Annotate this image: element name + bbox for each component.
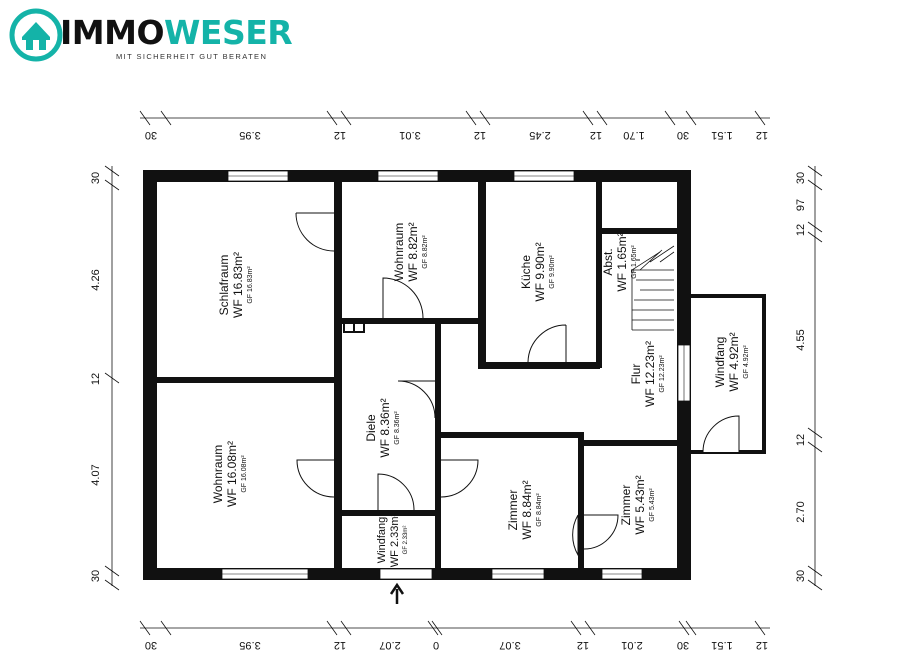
room-label-zimmer-mitte: Zimmer WF 8.84m² GF 8.84m² <box>506 480 543 539</box>
room-name: Flur <box>629 364 643 385</box>
dim-top-label: 1.51 <box>711 129 732 141</box>
room-wf: WF 16.83m² <box>231 252 245 318</box>
dim-top-label: 3.01 <box>399 129 420 141</box>
room-gf: GF 8.84m² <box>536 493 543 527</box>
doors <box>295 212 740 557</box>
dim-bottom-label: 30 <box>677 639 689 651</box>
brand-name-suffix: WESER <box>164 13 293 52</box>
brand-name-prefix: IMMO <box>60 13 165 52</box>
room-gf: GF 12.23m² <box>659 355 666 393</box>
dimension-labels-right: 30 12 97 4.55 12 2.70 30 <box>795 172 807 582</box>
dim-top-label: 3.95 <box>239 129 260 141</box>
room-wf: WF 16.08m² <box>225 441 239 507</box>
room-gf: GF 16.08m² <box>241 455 248 493</box>
dim-bottom-label: 0 <box>433 639 439 651</box>
dim-bottom-label: 12 <box>334 639 346 651</box>
room-wf: WF 4.92m² <box>727 332 741 391</box>
dimension-lines <box>104 110 823 636</box>
room-label-zimmer-rechts: Zimmer WF 5.43m² GF 5.43m² <box>619 475 656 534</box>
dim-right-label: 30 <box>795 570 807 582</box>
room-label-kueche: Küche WF 9.90m² GF 9.90m² <box>519 242 556 301</box>
dim-bottom-label: 1.51 <box>711 639 732 651</box>
room-name: Zimmer <box>506 490 520 531</box>
dim-right-label: 97 <box>795 199 807 211</box>
room-label-flur: Flur WF 12.23m² GF 12.23m² <box>629 341 666 407</box>
room-gf: GF 2.33m² <box>403 526 409 555</box>
dim-bottom-label: 12 <box>756 639 768 651</box>
dim-top-label: 12 <box>590 129 602 141</box>
room-label-wohnraum-unten: Wohnraum WF 16.08m² GF 16.08m² <box>211 441 248 507</box>
stairs-icon <box>631 245 675 331</box>
room-wf: WF 1.65m² <box>615 232 629 291</box>
room-label-windfang-rechts: Windfang WF 4.92m² GF 4.92m² <box>713 332 750 391</box>
room-name: Diele <box>364 414 378 442</box>
dim-left-label: 30 <box>90 172 102 184</box>
room-gf: GF 1.65m² <box>631 245 638 279</box>
dim-top-label: 1.70 <box>623 129 644 141</box>
dim-top-label: 12 <box>756 129 768 141</box>
room-labels: Schlafraum WF 16.83m² GF 16.83m² Wohnrau… <box>211 222 750 567</box>
dimension-labels-top: 30 3.95 12 3.01 12 2.45 12 1.70 30 1.51 … <box>145 129 768 141</box>
windows <box>221 170 691 580</box>
dim-right-label: 12 <box>795 434 807 446</box>
dim-right-label: 30 <box>795 172 807 184</box>
room-name: Küche <box>519 255 533 289</box>
room-wf: WF 2.33m² <box>389 512 401 567</box>
dim-bottom-label: 3.95 <box>239 639 260 651</box>
room-wf: WF 5.43m² <box>633 475 647 534</box>
room-gf: GF 4.92m² <box>743 345 750 379</box>
room-label-abstellraum: Abst. WF 1.65m² GF 1.65m² <box>601 232 638 291</box>
room-wf: WF 8.84m² <box>520 480 534 539</box>
room-label-diele: Diele WF 8.36m² GF 8.36m² <box>364 398 401 457</box>
house-logo-icon <box>9 8 63 62</box>
room-gf: GF 9.90m² <box>549 255 556 289</box>
room-name: Zimmer <box>619 485 633 526</box>
room-name: Windfang <box>713 337 727 388</box>
dim-left-label: 12 <box>90 373 102 385</box>
room-name: Schlafraum <box>217 255 231 316</box>
room-label-schlafraum: Schlafraum WF 16.83m² GF 16.83m² <box>217 252 254 318</box>
room-name: Wohnraum <box>392 223 406 281</box>
dim-right-label: 12 <box>795 224 807 236</box>
dimension-labels-bottom: 30 3.95 12 2.07 0 3.07 12 2.01 30 1.51 1… <box>145 639 768 651</box>
dim-top-label: 2.45 <box>529 129 550 141</box>
dim-top-label: 30 <box>677 129 689 141</box>
dim-bottom-label: 12 <box>577 639 589 651</box>
brand-name: IMMOWESER <box>60 13 293 52</box>
dim-left-label: 30 <box>90 570 102 582</box>
room-name: Wohnraum <box>211 445 225 503</box>
dim-right-label: 4.55 <box>795 329 807 350</box>
inner-walls <box>157 182 677 568</box>
room-label-windfang-eingang: Windfang WF 2.33m² GF 2.33m² <box>376 512 409 567</box>
dimension-ticks <box>104 110 823 636</box>
room-wf: WF 12.23m² <box>643 341 657 407</box>
dim-bottom-label: 3.07 <box>499 639 520 651</box>
room-wf: WF 9.90m² <box>533 242 547 301</box>
room-name: Windfang <box>376 517 388 563</box>
room-gf: GF 8.82m² <box>422 235 429 269</box>
dim-top-label: 12 <box>334 129 346 141</box>
dim-bottom-label: 2.01 <box>621 639 642 651</box>
shaft <box>343 321 365 333</box>
entrance-arrow-icon <box>389 582 405 604</box>
dim-left-label: 4.26 <box>90 269 102 290</box>
room-label-wohnraum-oben: Wohnraum WF 8.82m² GF 8.82m² <box>392 222 429 281</box>
dim-left-label: 4.07 <box>90 464 102 485</box>
room-gf: GF 16.83m² <box>247 266 254 304</box>
dim-top-label: 12 <box>474 129 486 141</box>
dim-bottom-label: 2.07 <box>379 639 400 651</box>
room-gf: GF 5.43m² <box>649 488 656 522</box>
dim-right-label: 2.70 <box>795 501 807 522</box>
room-wf: WF 8.36m² <box>378 398 392 457</box>
dimension-labels-left: 30 4.26 12 4.07 30 <box>90 172 102 582</box>
dim-top-label: 30 <box>145 129 157 141</box>
room-name: Abst. <box>601 248 615 275</box>
dim-bottom-label: 30 <box>145 639 157 651</box>
room-gf: GF 8.36m² <box>394 411 401 445</box>
brand-tagline: MIT SICHERHEIT GUT BERATEN <box>116 52 268 61</box>
company-logo: IMMOWESER MIT SICHERHEIT GUT BERATEN <box>8 4 293 66</box>
room-wf: WF 8.82m² <box>406 222 420 281</box>
